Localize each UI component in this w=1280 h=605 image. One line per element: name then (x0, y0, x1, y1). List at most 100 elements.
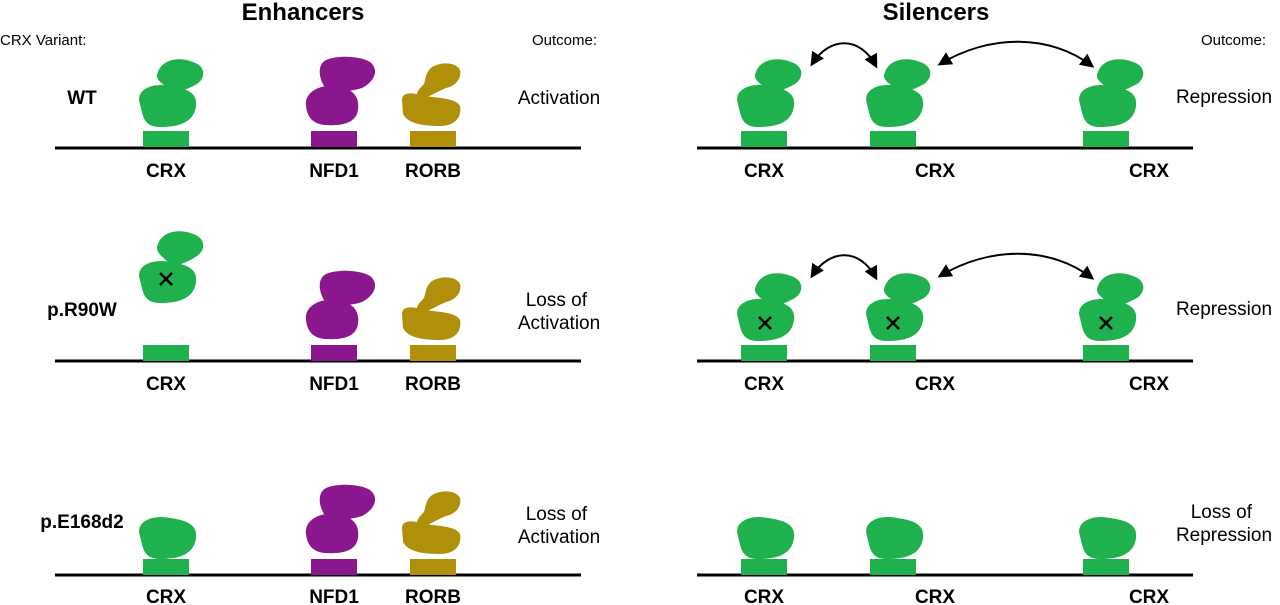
crx-binding-site (1083, 131, 1129, 147)
nfd1-protein (305, 270, 376, 361)
rorb-upper-domain (416, 491, 461, 528)
silencer-crx-3 (1079, 516, 1137, 575)
nfd1-lower-domain (305, 513, 359, 554)
silencer-crx-2 (866, 516, 924, 575)
crx-binding-site (143, 345, 189, 361)
silencer-outcome: Repression (1176, 87, 1272, 108)
rorb-label: RORB (405, 161, 461, 182)
crx-homeodomain (139, 84, 197, 127)
rorb-label: RORB (405, 374, 461, 395)
crx-binding-site (870, 345, 916, 361)
mutation-x-icon (1099, 316, 1113, 330)
rorb-lower-domain (402, 307, 461, 340)
silencer-outcome: Repression (1176, 299, 1272, 320)
enhancer-outcome-label: Outcome: (532, 32, 597, 49)
silencer-crx-label: CRX (915, 374, 955, 395)
crx-homeodomain (1079, 516, 1137, 559)
crx-activation-domain (883, 273, 931, 307)
crx-homeodomain (737, 298, 795, 341)
silencer-crx-1 (737, 516, 795, 575)
crx-homeodomain (737, 516, 795, 559)
crx-homeodomain (1079, 84, 1137, 127)
silencer-crx-3 (1079, 59, 1144, 147)
nfd1-protein (305, 484, 376, 575)
crx-variant-label: CRX Variant: (0, 32, 86, 49)
silencer-crx-label: CRX (744, 161, 784, 182)
silencer-crx-2 (866, 59, 931, 147)
nfd1-lower-domain (305, 85, 359, 126)
silencer-crx-label: CRX (744, 374, 784, 395)
crx-binding-site (870, 131, 916, 147)
crx-homeodomain (737, 84, 795, 127)
mutation-x-icon (758, 316, 772, 330)
row-wt: WT CRX NFD1 RORB Activation (55, 40, 1272, 182)
rorb-upper-domain (416, 277, 461, 314)
crx-homeodomain (866, 516, 924, 559)
rorb-binding-site (410, 559, 456, 575)
crx-activation-domain (754, 273, 802, 307)
interaction-arrow (937, 40, 1095, 68)
crx-protein-wt (139, 59, 204, 147)
nfd1-label: NFD1 (309, 161, 359, 182)
crx-binding-site (741, 131, 787, 147)
silencer-crx-label: CRX (1129, 587, 1169, 605)
silencers-heading: Silencers (883, 0, 990, 26)
rorb-upper-domain (416, 63, 461, 100)
interaction-arrow (937, 252, 1095, 280)
crx-label: CRX (146, 374, 186, 395)
nfd1-binding-site (311, 345, 357, 361)
row-e168d2: p.E168d2 CRX NFD1 RORB Loss of Activatio… (40, 484, 1272, 605)
nfd1-binding-site (311, 131, 357, 147)
silencer-crx-label: CRX (1129, 374, 1169, 395)
crx-label: CRX (146, 161, 186, 182)
silencer-crx-label: CRX (915, 161, 955, 182)
interaction-arrow (810, 254, 878, 281)
rorb-protein (402, 63, 461, 147)
interaction-arrow (810, 42, 878, 69)
crx-activation-domain (156, 59, 204, 93)
crx-label: CRX (146, 587, 186, 605)
enhancer-outcome: Loss of Activation (518, 290, 600, 334)
crx-binding-site (143, 559, 189, 575)
rorb-binding-site (410, 131, 456, 147)
rorb-lower-domain (402, 521, 461, 554)
row-r90w: p.R90W CRX NFD1 RORB Loss of Activation (47, 231, 1272, 395)
rorb-protein (402, 491, 461, 575)
nfd1-label: NFD1 (309, 374, 359, 395)
crx-homeodomain (866, 84, 924, 127)
crx-binding-site (741, 345, 787, 361)
silencer-crx-label: CRX (744, 587, 784, 605)
silencer-outcome-label: Outcome: (1201, 32, 1266, 49)
silencer-crx-3 (1079, 273, 1144, 361)
nfd1-label: NFD1 (309, 587, 359, 605)
silencer-outcome: Loss of Repression (1176, 502, 1272, 546)
crx-activation-domain (883, 59, 931, 93)
variant-label: p.R90W (47, 300, 117, 321)
nfd1-upper-domain (319, 56, 376, 91)
crx-protein-e168d2 (139, 516, 197, 575)
nfd1-binding-site (311, 559, 357, 575)
nfd1-protein (305, 56, 376, 147)
crx-activation-domain (156, 231, 204, 266)
enhancer-outcome: Activation (518, 88, 600, 109)
variant-label: WT (67, 88, 97, 109)
nfd1-lower-domain (305, 299, 359, 340)
crx-binding-site (1083, 345, 1129, 361)
variant-label: p.E168d2 (40, 512, 123, 533)
enhancers-heading: Enhancers (242, 0, 365, 26)
silencer-crx-1 (737, 273, 802, 361)
silencer-crx-1 (737, 59, 802, 147)
crx-binding-site (143, 131, 189, 147)
crx-binding-site (741, 559, 787, 575)
rorb-label: RORB (405, 587, 461, 605)
crx-binding-site (1083, 559, 1129, 575)
silencer-crx-label: CRX (915, 587, 955, 605)
silencer-crx-label: CRX (1129, 161, 1169, 182)
crx-homeodomain (139, 516, 197, 559)
rorb-protein (402, 277, 461, 361)
nfd1-upper-domain (319, 484, 376, 519)
rorb-binding-site (410, 345, 456, 361)
mutation-x-icon (159, 272, 173, 286)
crx-binding-site (870, 559, 916, 575)
